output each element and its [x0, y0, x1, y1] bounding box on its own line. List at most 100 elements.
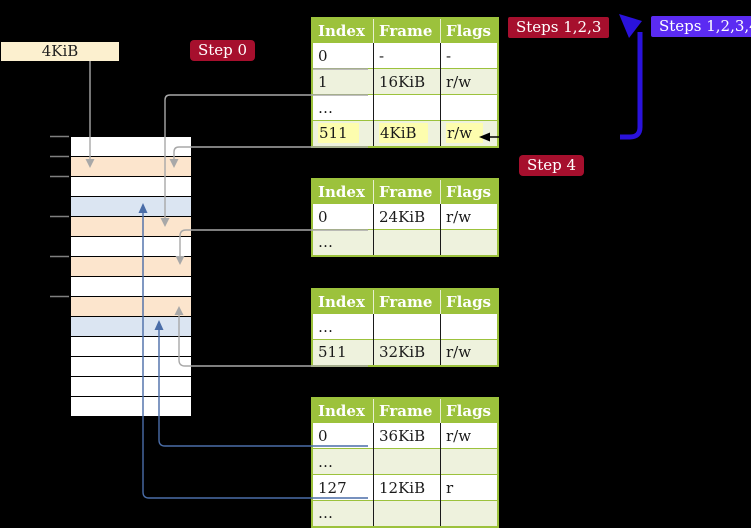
- page-size-label: 4KiB: [1, 42, 119, 61]
- table-cell: [440, 448, 498, 475]
- memory-row-white: [71, 237, 191, 257]
- memory-row-white: [71, 277, 191, 297]
- table-cell: 16KiB: [373, 68, 441, 95]
- memory-row-blue: [71, 197, 191, 217]
- cell-text: 16KiB: [379, 72, 426, 91]
- cell-text: 24KiB: [379, 207, 426, 226]
- table-cell: r/w: [440, 203, 498, 230]
- table-cell: [373, 448, 441, 475]
- column-header: Index: [312, 398, 374, 423]
- memory-row-peach: [71, 297, 191, 317]
- memory-row-peach: [71, 257, 191, 277]
- cell-text: …: [318, 504, 333, 523]
- column-header: Flags: [440, 18, 498, 43]
- memory-row-peach: [71, 217, 191, 237]
- memory-row-blue: [71, 317, 191, 337]
- table-cell: [373, 229, 441, 256]
- cell-text: 0: [318, 426, 328, 445]
- table-row: 127 12KiB r: [312, 474, 498, 501]
- table-cell: 511: [312, 120, 374, 147]
- cell-text: r: [446, 478, 454, 497]
- loop-arrow-line: [620, 32, 643, 140]
- table-cell: 511: [312, 339, 374, 366]
- column-header: Frame: [373, 179, 441, 204]
- return-arrow: [479, 132, 632, 142]
- table-cell: r/w: [440, 422, 498, 449]
- cell-text: …: [318, 98, 333, 117]
- table-row: 1 16KiB r/w: [312, 68, 498, 95]
- step-0-badge: Step 0: [190, 40, 256, 61]
- steps-1234-badge: Steps 1,2,3,4: [651, 16, 751, 37]
- cell-text: 511: [318, 343, 347, 362]
- cell-text: 127: [318, 478, 347, 497]
- table-cell: …: [312, 500, 374, 527]
- memory-row-white: [71, 357, 191, 377]
- column-header: Flags: [440, 289, 498, 314]
- cell-text: -: [379, 46, 385, 65]
- column-header: Flags: [440, 179, 498, 204]
- highlighted-cell-text: r/w: [446, 123, 484, 144]
- table-cell: 36KiB: [373, 422, 441, 449]
- column-header: Index: [312, 18, 374, 43]
- memory-row-white: [71, 337, 191, 357]
- table-row: …: [312, 313, 498, 340]
- column-header: Index: [312, 289, 374, 314]
- table-cell: [373, 94, 441, 121]
- memory-strip: [70, 136, 192, 417]
- cell-text: 12KiB: [379, 478, 426, 497]
- table-cell: [440, 313, 498, 340]
- table-cell: …: [312, 94, 374, 121]
- table-cell: 0: [312, 203, 374, 230]
- cell-text: 1: [318, 72, 328, 91]
- highlighted-cell-text: 4KiB: [379, 123, 428, 144]
- table-cell: -: [373, 42, 441, 69]
- table-row: 0 24KiB r/w: [312, 203, 498, 230]
- memory-row-white: [71, 137, 191, 157]
- table-row: …: [312, 448, 498, 475]
- column-header: Frame: [373, 18, 441, 43]
- address-ticks: [50, 135, 69, 298]
- column-header: Frame: [373, 398, 441, 423]
- table-cell: r: [440, 474, 498, 501]
- column-header: Frame: [373, 289, 441, 314]
- table-cell: r/w: [440, 68, 498, 95]
- pt1-entry511-arrow: [173, 146, 368, 159]
- table-cell: …: [312, 229, 374, 256]
- table-cell: [440, 229, 498, 256]
- cell-text: …: [318, 452, 333, 471]
- cell-text: r/w: [446, 426, 472, 445]
- table-row: 0 36KiB r/w: [312, 422, 498, 449]
- table-cell: 127: [312, 474, 374, 501]
- cell-text: r/w: [446, 207, 472, 226]
- table-cell: r/w: [440, 120, 498, 147]
- cell-text: 0: [318, 207, 328, 226]
- table-row: …: [312, 94, 498, 121]
- cell-text: 32KiB: [379, 343, 426, 362]
- cell-text: -: [446, 46, 452, 65]
- cell-text: …: [318, 317, 333, 336]
- table-cell: [440, 500, 498, 527]
- table-row: 0 - -: [312, 42, 498, 69]
- table-cell: [373, 500, 441, 527]
- loop-arrow-head-icon: [619, 14, 642, 38]
- table-cell: [373, 313, 441, 340]
- cell-text: 0: [318, 46, 328, 65]
- table-cell: 12KiB: [373, 474, 441, 501]
- memory-row-white: [71, 177, 191, 197]
- table-cell: 1: [312, 68, 374, 95]
- cell-text: 36KiB: [379, 426, 426, 445]
- table-cell: -: [440, 42, 498, 69]
- table-cell: …: [312, 448, 374, 475]
- column-header: Flags: [440, 398, 498, 423]
